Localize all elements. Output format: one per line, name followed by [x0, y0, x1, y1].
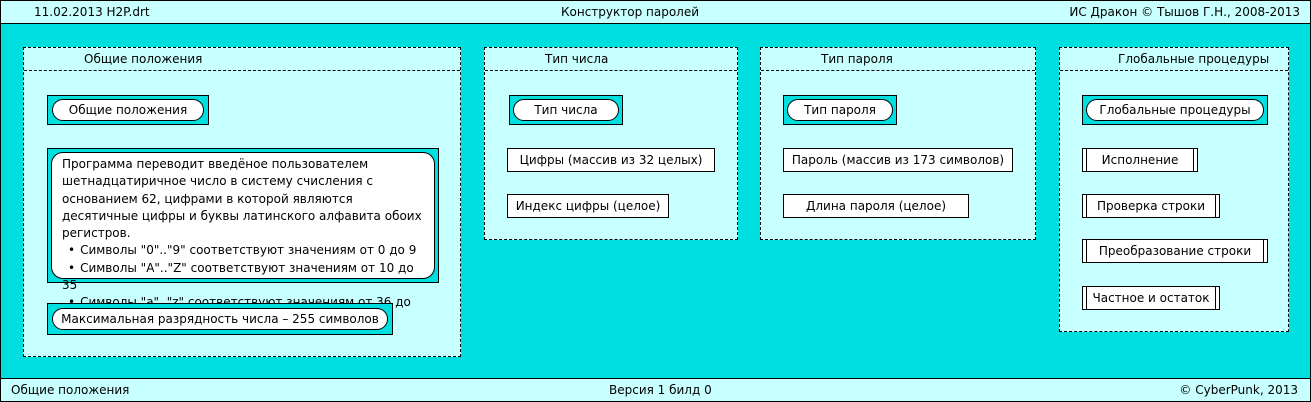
header-title: Конструктор паролей — [561, 5, 700, 19]
number-type-item-index[interactable]: Индекс цифры (целое) — [507, 194, 669, 218]
general-max-node[interactable]: Максимальная разрядность числа – 255 сим… — [47, 303, 393, 335]
password-type-item-password[interactable]: Пароль (массив из 173 символов) — [783, 148, 1013, 172]
footer-section: Общие положения — [11, 383, 130, 397]
number-type-start-node[interactable]: Тип числа — [509, 95, 623, 125]
panel-number-type-title: Тип числа — [545, 52, 609, 66]
number-type-start-label: Тип числа — [513, 99, 619, 121]
panel-global-procs-title: Глобальные процедуры — [1118, 52, 1270, 66]
general-comment-node[interactable]: Программа переводит введёное пользовател… — [47, 148, 439, 327]
global-procs-start-label: Глобальные процедуры — [1086, 99, 1264, 121]
panel-general-header: Общие положения — [24, 48, 460, 71]
footer-bar: Общие положения Версия 1 билд 0 © CyberP… — [1, 378, 1310, 401]
general-comment: Программа переводит введёное пользовател… — [51, 152, 435, 327]
panel-number-type-header: Тип числа — [485, 48, 737, 71]
panel-general-title: Общие положения — [84, 52, 203, 66]
panel-password-type-header: Тип пароля — [761, 48, 1035, 71]
password-type-start-label: Тип пароля — [787, 99, 893, 121]
panel-password-type: Тип пароля Тип пароля Пароль (массив из … — [760, 47, 1036, 240]
global-procs-start-node[interactable]: Глобальные процедуры — [1082, 95, 1268, 125]
general-max-label: Максимальная разрядность числа – 255 сим… — [52, 308, 388, 330]
proc-quotient-remainder[interactable]: Частное и остаток — [1082, 286, 1220, 310]
footer-version: Версия 1 билд 0 — [609, 383, 712, 397]
general-comment-bullet: Символы "0".."9" соответствуют значениям… — [62, 242, 424, 259]
general-start-label: Общие положения — [52, 99, 204, 121]
panel-password-type-title: Тип пароля — [821, 52, 893, 66]
proc-convert-string[interactable]: Преобразование строки — [1082, 239, 1268, 263]
panel-global-procs-header: Глобальные процедуры — [1060, 48, 1288, 71]
header-bar: 11.02.2013 H2P.drt Конструктор паролей И… — [1, 1, 1310, 24]
proc-execution[interactable]: Исполнение — [1082, 148, 1198, 172]
general-comment-bullet: Символы "A".."Z" соответствуют значениям… — [62, 260, 424, 295]
panel-number-type: Тип числа Тип числа Цифры (массив из 32 … — [484, 47, 738, 240]
panel-global-procs: Глобальные процедуры Глобальные процедур… — [1059, 47, 1289, 332]
password-type-item-length[interactable]: Длина пароля (целое) — [783, 194, 969, 218]
password-type-start-node[interactable]: Тип пароля — [783, 95, 897, 125]
header-date-file: 11.02.2013 H2P.drt — [34, 5, 150, 19]
general-comment-intro: Программа переводит введёное пользовател… — [62, 157, 422, 241]
general-start-node[interactable]: Общие положения — [47, 95, 209, 125]
proc-check-string[interactable]: Проверка строки — [1082, 194, 1220, 218]
number-type-item-digits[interactable]: Цифры (массив из 32 целых) — [507, 148, 715, 172]
header-copyright: ИС Дракон © Тышов Г.Н., 2008-2013 — [1069, 5, 1300, 19]
panel-general: Общие положения Общие положения Программ… — [23, 47, 461, 357]
footer-author: © CyberPunk, 2013 — [1179, 383, 1298, 397]
